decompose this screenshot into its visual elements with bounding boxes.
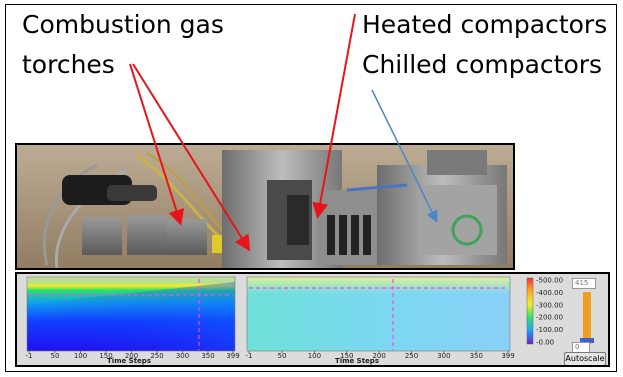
xlabel-left: Time Steps <box>107 357 151 365</box>
colorbar-tick-label: -0.00 <box>536 339 554 347</box>
x-tick-label: 350 <box>201 352 214 360</box>
heatmap-right <box>246 276 511 352</box>
label-combustion-line2: torches <box>22 50 115 79</box>
label-heated: Heated compactors <box>362 10 608 39</box>
xlabel-right: Time Steps <box>335 357 379 365</box>
colorbar-tick-label: -400.00 <box>536 289 563 297</box>
label-chilled: Chilled compactors <box>362 50 603 79</box>
x-ticks-left: -1 50 100 150 200 250 300 350 399 <box>26 351 240 360</box>
colorbar-tick-label: -100.00 <box>536 326 563 334</box>
colorbar-tick-label: -200.00 <box>536 314 563 322</box>
x-tick-label: 200 <box>372 352 385 360</box>
x-tick-label: -1 <box>26 352 33 360</box>
x-tick-label: 399 <box>501 352 514 360</box>
x-tick-label: -1 <box>246 352 253 360</box>
heatmap-left <box>26 276 236 352</box>
x-tick-label: 50 <box>278 352 287 360</box>
x-tick-label: 150 <box>340 352 353 360</box>
arrow-chilled <box>371 89 438 223</box>
x-tick-label: 200 <box>125 352 138 360</box>
label-combustion-line1: Combustion gas <box>22 10 224 39</box>
colorbar-max-input[interactable]: 415 <box>572 278 596 289</box>
x-tick-label: 300 <box>176 352 189 360</box>
x-tick-label: 300 <box>437 352 450 360</box>
autoscale-button[interactable]: Autoscale <box>564 352 606 365</box>
heatmap-panel: -1 50 100 150 200 250 300 350 399 Time Steps -1 5… <box>15 272 610 367</box>
arrow-torch-2 <box>132 63 251 252</box>
x-tick-label: 100 <box>308 352 321 360</box>
x-ticks-right: -1 50 100 150 200 250 300 350 399 <box>246 351 515 360</box>
colorbar-tick-label: -500.00 <box>536 277 563 285</box>
arrow-torch-1 <box>129 63 185 226</box>
x-tick-label: 250 <box>150 352 163 360</box>
x-tick-label: 250 <box>405 352 418 360</box>
equipment-photo <box>15 143 515 270</box>
x-tick-label: 350 <box>470 352 483 360</box>
x-tick-label: 50 <box>51 352 60 360</box>
x-tick-label: 150 <box>99 352 112 360</box>
arrow-heated <box>312 13 356 219</box>
x-tick-label: 100 <box>74 352 87 360</box>
x-tick-label: 399 <box>226 352 239 360</box>
colorbar-tick-label: -300.00 <box>536 301 563 309</box>
